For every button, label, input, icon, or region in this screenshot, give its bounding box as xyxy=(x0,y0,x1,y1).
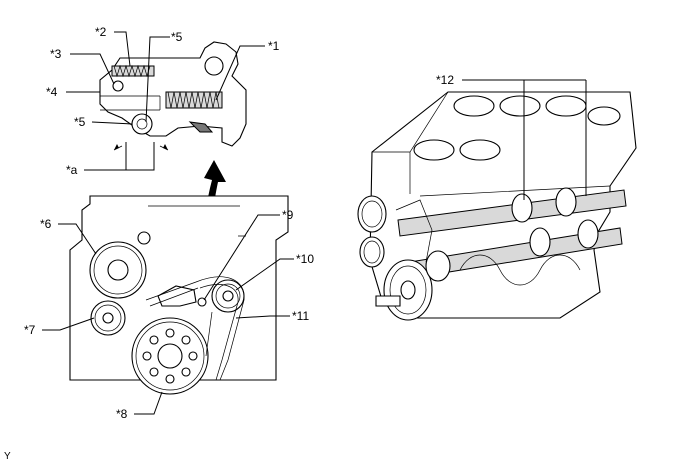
callout-3: *3 xyxy=(50,47,62,61)
spring-small xyxy=(111,65,155,77)
callout-5-top: *5 xyxy=(171,30,183,44)
timing-chain xyxy=(145,276,245,381)
pivot-bolt xyxy=(131,113,153,135)
figure-code: Y xyxy=(4,451,11,462)
callout-9: *9 xyxy=(282,208,294,222)
callout-8: *8 xyxy=(116,407,128,421)
callout-2: *2 xyxy=(95,25,107,39)
callout-1: *1 xyxy=(268,39,280,53)
callout-4: *4 xyxy=(46,85,58,99)
plunger-ball xyxy=(112,80,124,92)
leader-lines xyxy=(42,31,587,415)
callout-7: *7 xyxy=(24,323,36,337)
callout-a: *a xyxy=(66,163,78,177)
front-engine-view xyxy=(69,195,289,395)
engine-block-view xyxy=(357,91,637,321)
callout-10: *10 xyxy=(296,252,314,266)
callout-6: *6 xyxy=(40,217,52,231)
callout-5-left: *5 xyxy=(74,115,86,129)
tensioner-detail xyxy=(99,41,247,151)
callout-12: *12 xyxy=(436,73,454,87)
callout-11: *11 xyxy=(292,309,309,323)
